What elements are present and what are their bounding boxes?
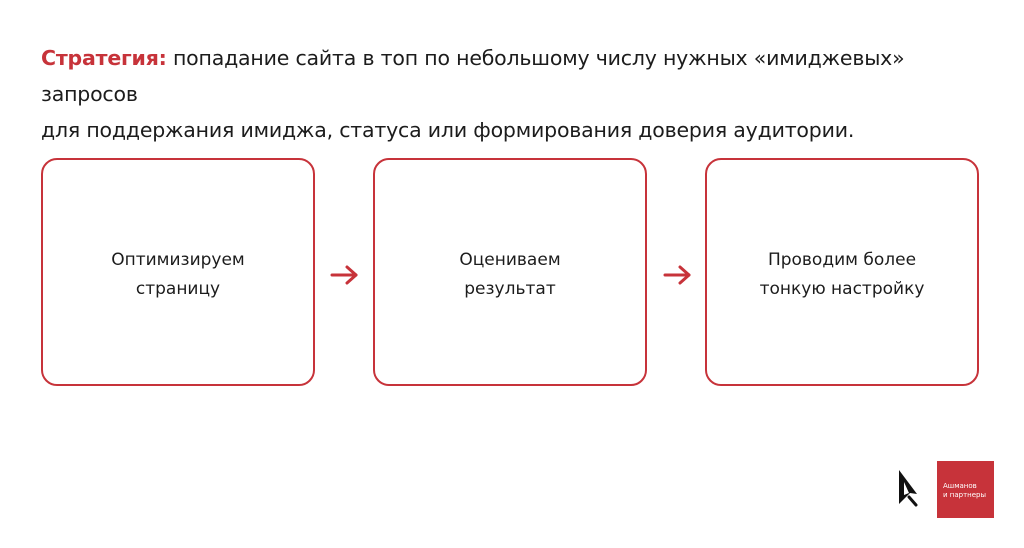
ashmanov-a-logo-icon: [899, 470, 918, 507]
arrow-right-icon: [330, 265, 358, 285]
arrow-right-icon: [663, 265, 691, 285]
headline-line-1: попадание сайта в топ по небольшому числ…: [41, 46, 905, 106]
step-label-fine-tune: Проводим более тонкую настройку: [759, 250, 925, 299]
logo-text-line-2: и партнеры: [943, 491, 987, 499]
step-box-fine-tune: Проводим более тонкую настройку: [705, 158, 979, 386]
strategy-label: Стратегия:: [41, 46, 167, 70]
step-box-evaluate: Оцениваем результат: [373, 158, 647, 386]
company-logo-badge: Ашманов и партнеры: [937, 461, 994, 518]
step-label-optimize: Оптимизируем страницу: [111, 250, 245, 299]
logo-text-line-1: Ашманов: [943, 482, 977, 490]
step-label-evaluate: Оцениваем результат: [459, 250, 561, 299]
headline-line-2: для поддержания имиджа, статуса или форм…: [41, 118, 855, 142]
step-box-optimize: Оптимизируем страницу: [41, 158, 315, 386]
strategy-headline: Стратегия: попадание сайта в топ по небо…: [41, 40, 1001, 148]
